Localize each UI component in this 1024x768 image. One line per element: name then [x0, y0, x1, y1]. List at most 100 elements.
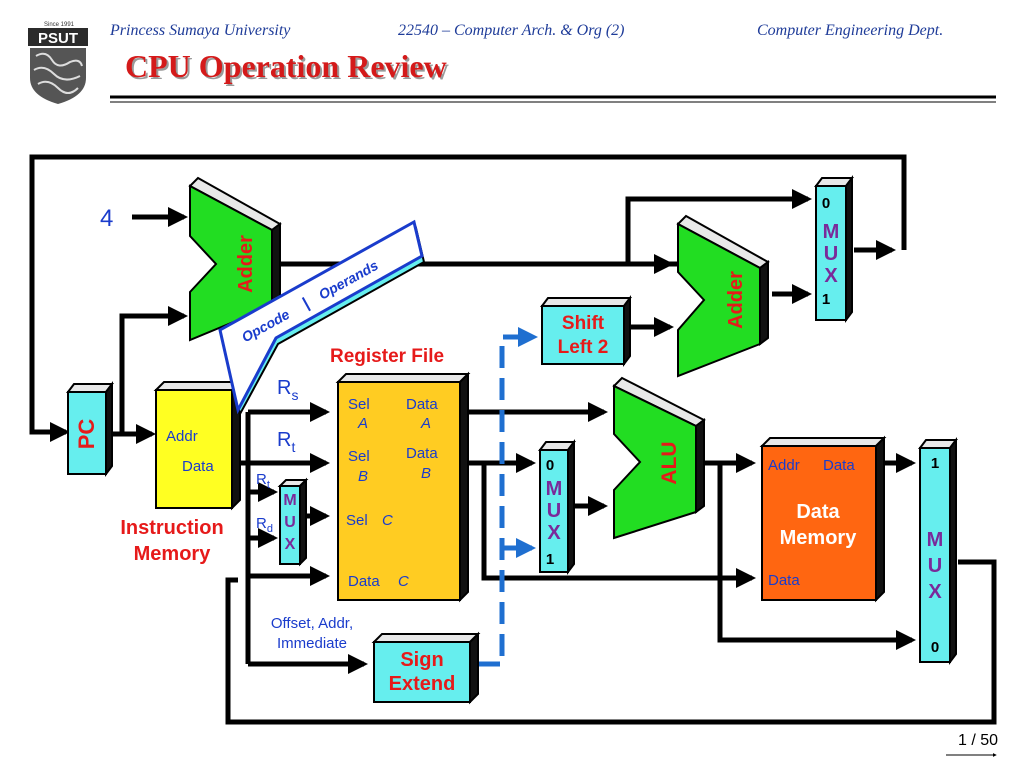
mux-alu-x: X — [547, 522, 561, 544]
rf-data-a: Data — [406, 396, 438, 413]
sign-extend-line2: Extend — [389, 673, 456, 695]
rt-label: Rt — [277, 429, 295, 455]
mux-small-x: X — [285, 536, 296, 553]
rf-sel-a: Sel — [348, 396, 370, 413]
rf-data-c-letter: C — [398, 573, 409, 590]
wire-sign-to-shift — [478, 327, 538, 667]
shift-left-2: Shift Left 2 — [540, 295, 632, 367]
dmem-data-in-label: Data — [768, 572, 800, 589]
logo-since: Since 1991 — [44, 22, 75, 28]
offset-label-line2: Immediate — [277, 635, 347, 652]
mux-small-body — [279, 485, 301, 565]
mux-alu-source: 0 M U X 1 — [538, 439, 576, 575]
mux-alu-in0: 0 — [546, 457, 554, 474]
mux-right-u: U — [928, 555, 942, 577]
mux-alu-in1: 1 — [546, 551, 554, 568]
mux-right-in1: 1 — [931, 455, 939, 472]
rf-sel-c: Sel — [346, 512, 368, 529]
adder-left-body — [189, 184, 273, 342]
pc-block: PC — [66, 381, 114, 477]
mux-small-u: U — [284, 514, 296, 531]
constant-four: 4 — [100, 205, 113, 232]
mux-alu-body — [539, 449, 569, 573]
mux-register-destination: M U X — [277, 477, 309, 567]
mux-top-body — [815, 185, 847, 321]
register-file-title: Register File — [330, 346, 444, 367]
header-department: Computer Engineering Dept. — [757, 22, 944, 39]
mux-small-m: M — [283, 492, 296, 509]
sign-extend: Sign Extend — [371, 631, 481, 705]
logo-text: PSUT — [38, 30, 78, 47]
mux-right-m: M — [927, 529, 944, 551]
rd-small-label: Rd — [256, 515, 273, 535]
dmem-addr-label: Addr — [768, 457, 800, 474]
alu-body — [613, 384, 697, 540]
mux-right-body — [919, 447, 951, 663]
header-course: 22540 – Computer Arch. & Org (2) — [398, 22, 625, 39]
instruction-memory: Addr Data Instruction Memory — [120, 379, 243, 565]
wire-alu-to-mux-right — [717, 463, 916, 650]
register-file-body — [337, 381, 461, 601]
mux-memory-to-register: 1 M U X 0 — [918, 437, 958, 665]
blue-dashed-path — [478, 327, 538, 667]
adder-left-label: Adder — [235, 235, 257, 293]
adder-left: Adder — [188, 176, 282, 342]
adder-right-body — [677, 222, 761, 378]
imem-label-line1: Instruction — [120, 517, 223, 539]
adder-right: Adder — [676, 214, 770, 378]
mux-top-u: U — [824, 243, 838, 265]
dmem-label-line1: Data — [796, 501, 840, 523]
alu-label: ALU — [658, 441, 681, 484]
callout-frame — [218, 219, 424, 415]
wire-pc-feedback — [29, 154, 907, 442]
mux-right-in0: 0 — [931, 639, 939, 656]
shift-left-line2: Left 2 — [558, 337, 609, 358]
imem-addr-label: Addr — [166, 428, 198, 445]
shift-left-body — [541, 305, 625, 365]
psut-logo: Since 1991 PSUT — [28, 22, 88, 104]
rf-data-c: Data — [348, 573, 380, 590]
rf-sel-b: Sel — [348, 448, 370, 465]
slide-title: CPU Operation Review — [125, 48, 447, 84]
rf-data-b: Data — [406, 445, 438, 462]
rf-data-a-letter: A — [420, 415, 431, 432]
mux-top-x: X — [824, 265, 838, 287]
pc-label: PC — [74, 419, 99, 450]
logo-pattern — [33, 52, 83, 94]
mux-right-x: X — [928, 581, 942, 603]
alu: ALU — [612, 376, 706, 540]
pc-register — [67, 391, 107, 475]
adder-right-label: Adder — [725, 271, 747, 329]
mux-top-in1: 1 — [822, 291, 830, 308]
rf-sel-c-letter: C — [382, 512, 393, 529]
wire-writeback — [225, 559, 997, 725]
logo-bar — [28, 28, 88, 46]
mux-alu-m: M — [546, 478, 563, 500]
sign-extend-body — [373, 641, 471, 703]
sign-extend-line1: Sign — [400, 649, 443, 671]
mux-pc-source: 0 M U X 1 — [814, 175, 854, 323]
data-memory: Addr Data Data Memory Data — [759, 435, 887, 603]
page-number: 1 / 50 — [957, 732, 998, 749]
wire-pc-to-adder — [119, 306, 188, 434]
wire-data-b-to-dmem — [481, 463, 756, 588]
mux-top-m: M — [823, 221, 840, 243]
offset-label-line1: Offset, Addr, — [271, 615, 353, 632]
register-file: Sel A Data A Sel B Data B Sel C Data C — [335, 371, 471, 603]
header-university: Princess Sumaya University — [110, 22, 291, 39]
imem-data-label: Data — [182, 458, 214, 475]
dmem-data-out-label: Data — [823, 457, 855, 474]
dmem-label-line2: Memory — [780, 527, 858, 549]
rs-label: Rs — [277, 377, 298, 403]
mux-top-in0: 0 — [822, 195, 830, 212]
imem-label-line2: Memory — [134, 543, 212, 565]
wire-pc4-to-mux — [625, 189, 812, 264]
rf-data-b-letter: B — [421, 465, 431, 482]
imem-body — [155, 389, 233, 509]
rt-small-label: Rt — [256, 471, 270, 491]
data-memory-body — [761, 445, 877, 601]
shift-left-line1: Shift — [562, 313, 605, 334]
rf-sel-a-letter: A — [357, 415, 368, 432]
